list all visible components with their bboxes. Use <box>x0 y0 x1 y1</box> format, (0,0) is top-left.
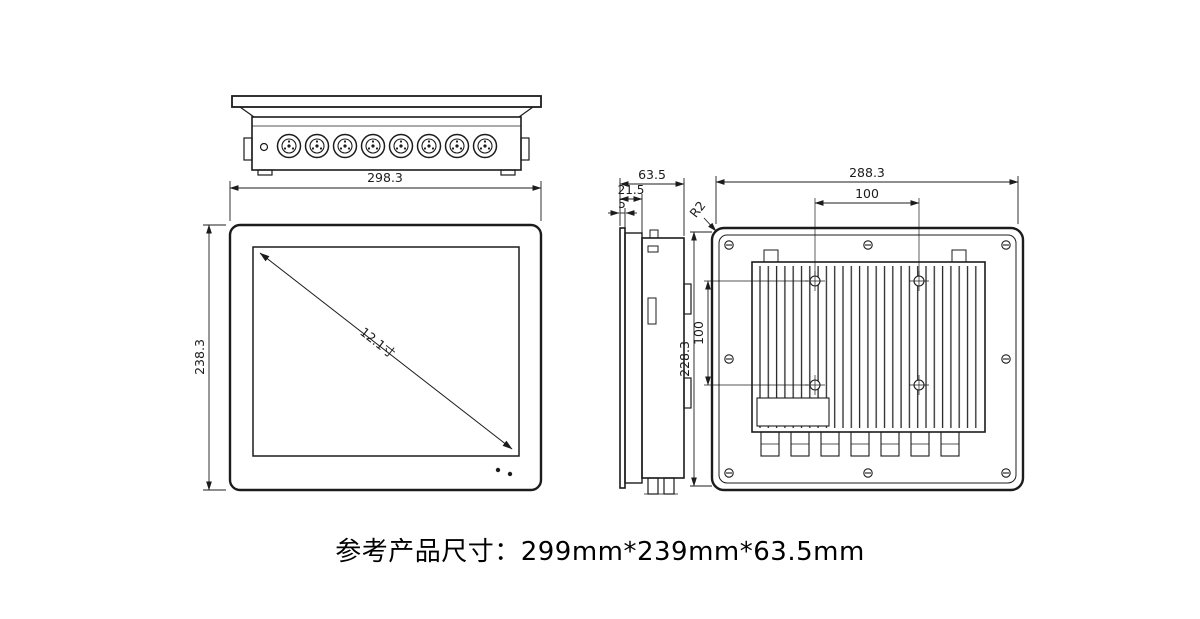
dim-corner-radius: R2 <box>686 198 708 220</box>
dim-mount-spacing-v: 100 <box>691 321 706 345</box>
r2-leader-line <box>703 217 717 232</box>
power-led <box>259 142 269 152</box>
reference-dimensions-text: 参考产品尺寸：299mm*239mm*63.5mm <box>335 537 865 567</box>
dim-front-height: 238.3 <box>192 339 207 375</box>
connector-4 <box>360 133 386 159</box>
side-view-dimensions <box>608 178 685 236</box>
front-led-1 <box>495 467 501 473</box>
connector-5 <box>388 133 414 159</box>
vesa-mount-holes <box>805 271 929 395</box>
back-view-dimensions <box>690 176 1019 487</box>
connector-1 <box>276 133 302 159</box>
side-view <box>619 227 692 495</box>
front-view-dimensions <box>203 181 542 491</box>
connector-3 <box>332 133 358 159</box>
back-connector-stubs <box>760 431 960 457</box>
front-view <box>228 223 543 492</box>
dim-back-width: 288.3 <box>849 165 885 180</box>
dim-back-height: 228.3 <box>677 341 692 377</box>
connector-6 <box>416 133 442 159</box>
dim-side-front-depth: 21.5 <box>618 183 645 197</box>
dim-side-bezel-depth: 5 <box>618 197 626 211</box>
diagonal-dimension-line <box>259 252 513 450</box>
dim-front-width: 298.3 <box>367 170 403 185</box>
label-plate <box>756 397 830 427</box>
back-view <box>710 226 1025 492</box>
back-screws <box>724 240 1011 478</box>
dim-screen-diagonal: 12.1寸 <box>357 324 398 361</box>
screen-area <box>252 246 520 457</box>
connector-8 <box>472 133 498 159</box>
top-view <box>231 95 542 176</box>
dim-mount-spacing-h: 100 <box>855 186 879 201</box>
dim-side-depth: 63.5 <box>638 167 666 182</box>
connector-7 <box>444 133 470 159</box>
connector-2 <box>304 133 330 159</box>
front-led-2 <box>507 471 513 477</box>
